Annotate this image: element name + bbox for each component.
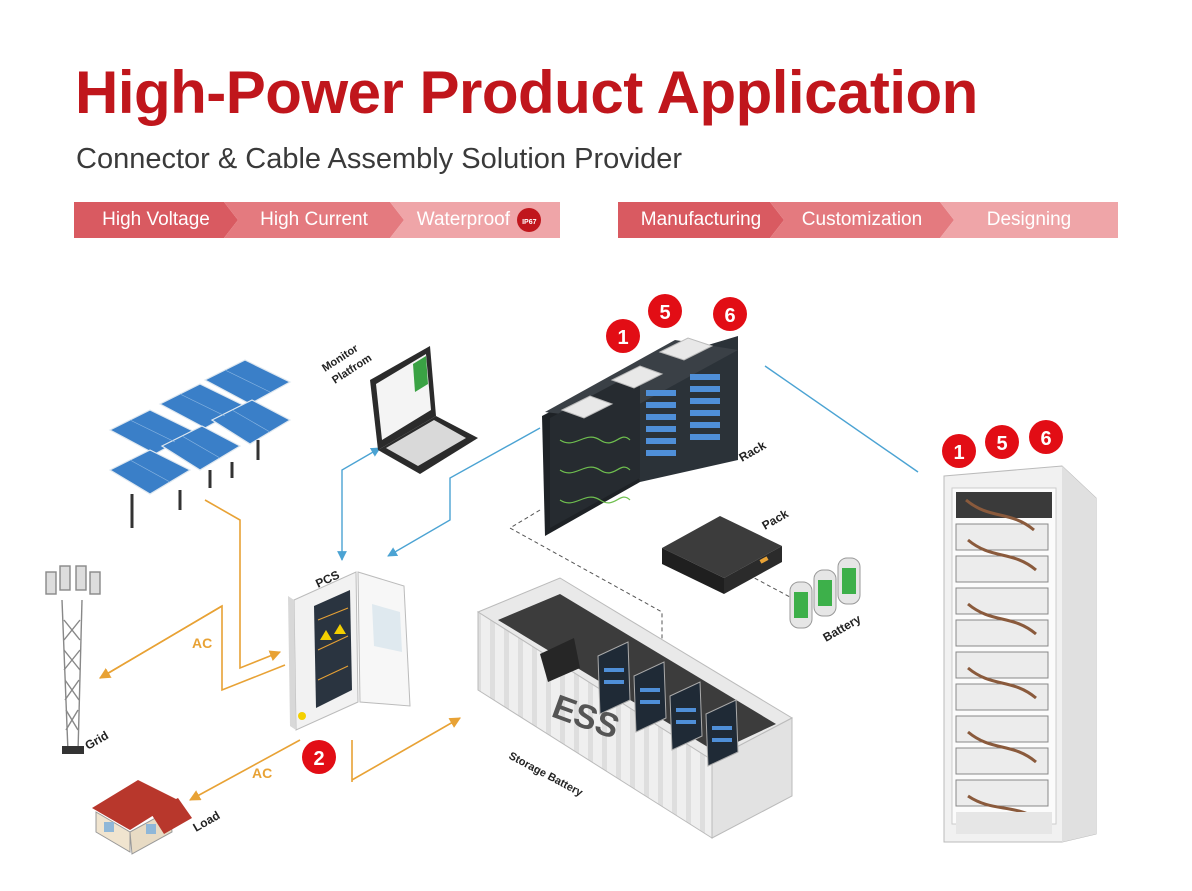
ac-load-label: AC [252,765,272,781]
battery-pack [662,516,782,594]
tag-customization-label: Customization [801,209,923,230]
tag-high-voltage: High Voltage [74,202,238,238]
battery-label: Battery [821,612,864,645]
grid-label: Grid [83,728,111,752]
tag-manufacturing: Manufacturing [618,202,784,238]
marker-pcs-2: 2 [302,740,336,774]
load-label: Load [191,808,223,834]
storage-battery-label: Storage Battery [507,750,586,799]
marker-cabinet-1: 1 [942,434,976,468]
pcs-cabinet [288,571,411,731]
marker-rack-6: 6 [713,297,747,331]
marker-cabinet-1-text: 1 [953,442,964,464]
marker-rack-5: 5 [648,294,682,328]
server-rack [542,336,738,536]
marker-cabinet-5-text: 5 [996,433,1007,455]
load-house [92,780,192,855]
solar-panel-array [108,359,292,528]
feature-tag-bar: High Voltage High Current Waterproof IP6… [74,202,560,238]
tag-designing: Designing [940,202,1118,238]
marker-rack-1-text: 1 [617,327,628,349]
power-lines [99,499,461,801]
tag-designing-label: Designing [986,209,1072,230]
tag-high-current: High Current [224,202,404,238]
page-title: High-Power Product Application [75,59,978,126]
service-tag-bar: Manufacturing Customization Designing [618,202,1118,238]
grid-tower [45,565,101,754]
tag-customization: Customization [770,202,954,238]
marker-rack-5-text: 5 [659,302,670,324]
rack-pcs-line [387,427,541,557]
marker-cabinet-6-text: 6 [1040,428,1051,450]
tag-waterproof: Waterproof IP67 [390,202,560,238]
ac-grid-label: AC [192,635,212,651]
monitor-platform-laptop [370,346,478,474]
rack-cabinet-line [764,365,919,473]
tag-waterproof-label: Waterproof [416,209,510,230]
pack-label: Pack [760,506,792,532]
data-lines [337,365,919,561]
marker-cabinet-6: 6 [1029,420,1063,454]
load-ac-line [189,739,301,801]
tag-manufacturing-label: Manufacturing [640,209,762,230]
battery-cabinet [943,465,1097,843]
ip67-badge-icon: IP67 [517,207,542,232]
marker-cabinet-5: 5 [985,425,1019,459]
grid-ac-arrow-line [99,605,223,679]
marker-rack-6-text: 6 [724,305,735,327]
rack-label: Rack [737,438,769,465]
pcs-monitor-line [337,447,381,561]
tag-high-voltage-label: High Voltage [102,209,210,230]
marker-pcs-2-text: 2 [313,748,324,770]
tag-high-current-label: High Current [260,209,368,230]
solar-to-pcs-line [204,499,282,670]
ess-container [476,577,794,839]
page-subtitle: Connector & Cable Assembly Solution Prov… [76,143,683,175]
ess-link-line [351,717,461,782]
marker-rack-1: 1 [606,319,640,353]
battery-cells [789,557,861,629]
